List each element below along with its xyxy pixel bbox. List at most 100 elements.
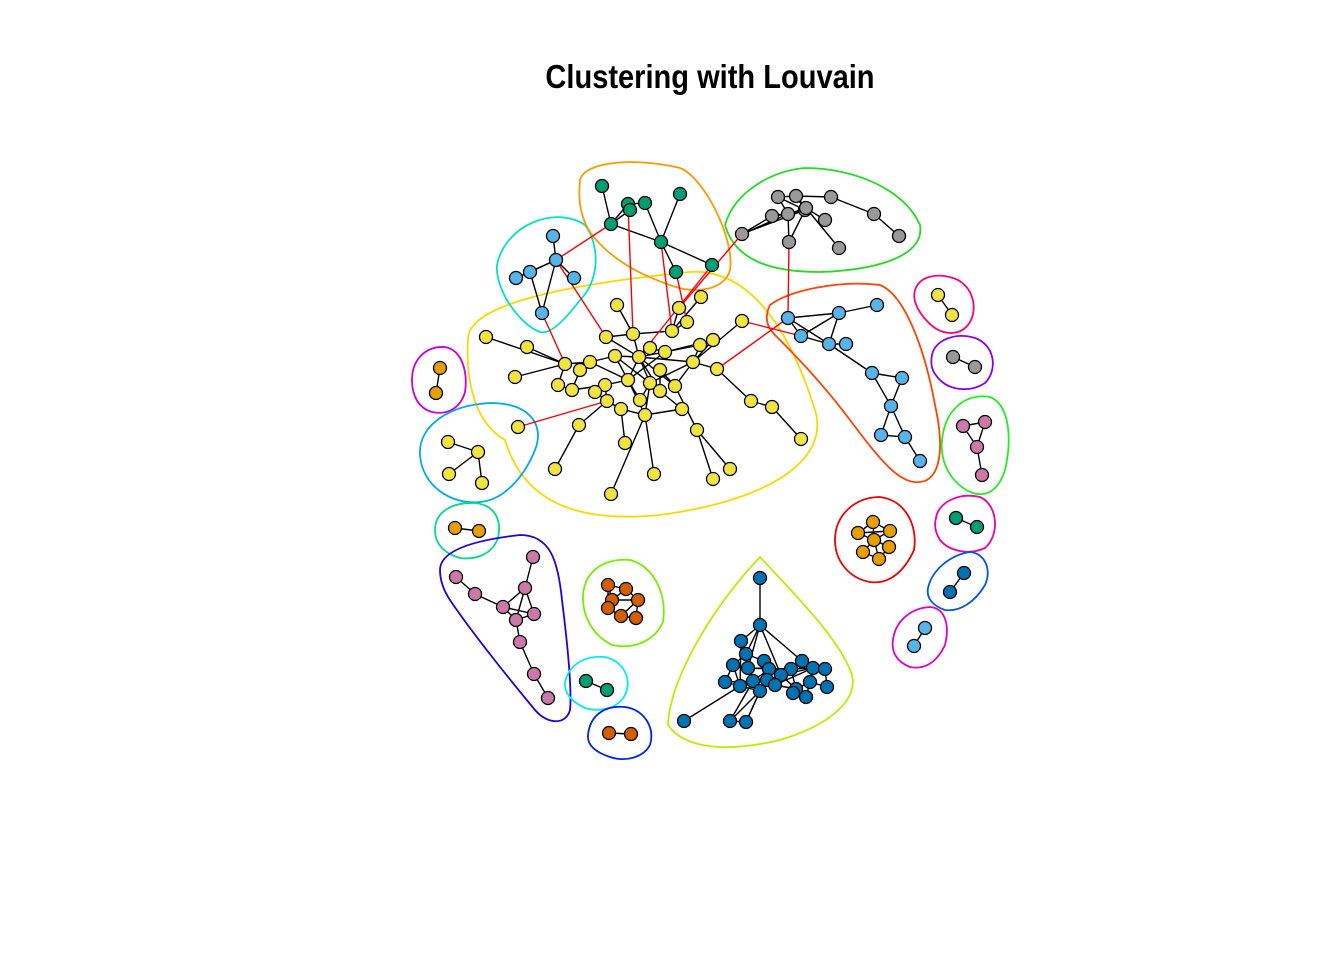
edge <box>660 241 713 266</box>
node-c1 <box>689 422 705 438</box>
inter-community-edge <box>675 271 688 323</box>
edge <box>771 406 802 440</box>
node-c1 <box>734 313 750 329</box>
node-c1 <box>674 401 690 417</box>
edge <box>739 640 742 687</box>
node-c8 <box>967 359 983 375</box>
node-c16 <box>448 569 464 585</box>
community-hull-c9 <box>411 346 467 414</box>
edge <box>541 259 557 314</box>
node-c20 <box>802 674 818 690</box>
community-hull-c5 <box>765 282 941 484</box>
edge <box>747 624 761 669</box>
node-c1 <box>692 337 708 353</box>
node-c16 <box>467 586 483 602</box>
edge <box>787 312 840 319</box>
node-c4 <box>817 212 833 228</box>
node-c15 <box>471 523 487 539</box>
community-hull-c8 <box>930 335 994 390</box>
node-c5 <box>780 310 796 326</box>
node-c1 <box>613 401 629 417</box>
node-c8 <box>945 349 961 365</box>
node-c1 <box>597 377 613 393</box>
node-c4 <box>764 208 780 224</box>
node-c1 <box>667 378 683 394</box>
edge <box>787 317 830 345</box>
node-c1 <box>603 486 619 502</box>
node-c1 <box>679 314 695 330</box>
node-c18 <box>578 673 594 689</box>
node-c15 <box>447 520 463 536</box>
node-c1 <box>609 297 625 313</box>
node-c1 <box>620 372 636 388</box>
node-c12 <box>855 544 871 560</box>
edge <box>644 414 655 475</box>
node-c1 <box>519 339 535 355</box>
inter-community-edge <box>627 203 634 335</box>
node-c3 <box>622 202 638 218</box>
node-c20 <box>745 673 761 689</box>
node-c1 <box>652 383 668 399</box>
node-c3 <box>668 264 684 280</box>
node-c6 <box>470 444 486 460</box>
community-hull-c10 <box>940 395 1010 496</box>
community-hull-c14 <box>891 606 948 669</box>
node-c20 <box>819 679 835 695</box>
edge <box>759 624 782 676</box>
node-c13 <box>942 584 958 600</box>
node-c9 <box>432 360 448 376</box>
node-c1 <box>657 344 673 360</box>
community-hull-c15 <box>434 502 500 560</box>
edge <box>649 361 694 384</box>
edge <box>610 223 662 243</box>
node-c1 <box>598 329 614 345</box>
inter-community-edge <box>541 312 566 365</box>
node-c7 <box>930 287 946 303</box>
community-hull-c16 <box>439 534 572 723</box>
edge <box>828 343 873 374</box>
node-c1 <box>507 369 523 385</box>
node-c1 <box>571 417 587 433</box>
node-c2 <box>508 270 524 286</box>
node-c1 <box>646 466 662 482</box>
community-hulls <box>411 161 1010 760</box>
node-c5 <box>912 453 928 469</box>
inter-community-edge <box>741 320 802 337</box>
node-c12 <box>881 539 897 555</box>
node-c1 <box>705 471 721 487</box>
inter-community-edge <box>716 317 789 370</box>
node-c1 <box>587 384 603 400</box>
node-c4 <box>866 206 882 222</box>
node-c1 <box>510 419 526 435</box>
node-c1 <box>607 348 623 364</box>
node-c20 <box>738 646 754 662</box>
node-c1 <box>671 300 687 316</box>
node-c1 <box>764 399 780 415</box>
community-hull-c13 <box>926 551 989 612</box>
node-c12 <box>866 532 882 548</box>
node-c20 <box>732 678 748 694</box>
edge <box>554 424 580 470</box>
node-c5 <box>831 305 847 321</box>
node-c16 <box>525 549 541 565</box>
node-c1 <box>625 326 641 342</box>
node-c16 <box>526 666 542 682</box>
node-c1 <box>793 431 809 447</box>
chart-title: Clustering with Louvain <box>545 58 875 95</box>
community-hull-c1 <box>466 271 819 518</box>
node-c5 <box>897 429 913 445</box>
node-c1 <box>705 332 721 348</box>
node-c2 <box>548 252 564 268</box>
node-c14 <box>906 638 922 654</box>
node-c6 <box>441 466 457 482</box>
node-c19 <box>623 726 639 742</box>
node-c20 <box>752 683 768 699</box>
node-c20 <box>785 685 801 701</box>
node-c17 <box>618 581 634 597</box>
node-c17 <box>613 608 629 624</box>
node-c20 <box>725 657 741 673</box>
node-c14 <box>917 620 933 636</box>
node-c2 <box>566 270 582 286</box>
inter-community-edge <box>555 259 607 338</box>
